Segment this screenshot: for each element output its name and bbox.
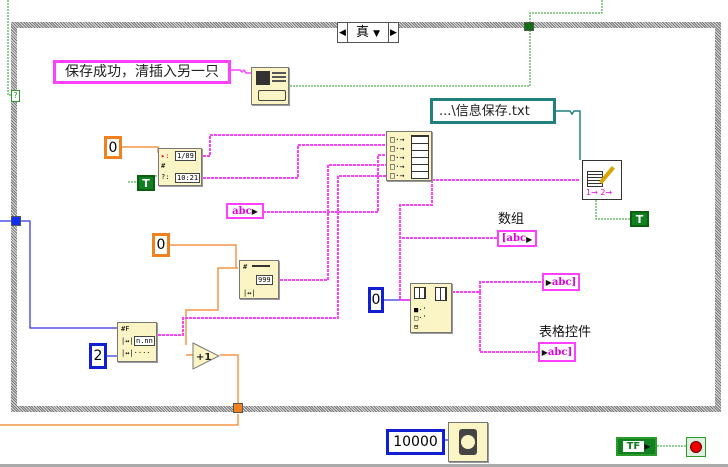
number-to-decimal-string-icon[interactable]: # 999 |↔| [239, 260, 279, 299]
array-indicator[interactable]: [abc▶ [497, 230, 537, 247]
file-path-constant[interactable]: ...\信息保存.txt [430, 98, 556, 124]
case-selector[interactable]: ◀ 真 ▼ ▶ [337, 22, 399, 43]
stop-button-icon[interactable] [686, 437, 706, 457]
wire-numeric-blue [0, 220, 118, 329]
array-indicator-text: [abc [501, 233, 527, 244]
case-selector-label[interactable]: 真 ▼ [347, 23, 389, 42]
time-text: 10:21 [175, 173, 201, 183]
wire-bool-T2 [595, 200, 630, 220]
left-triangle-icon[interactable]: ◀ [339, 27, 346, 38]
wire-string-control [263, 154, 386, 213]
wire-string-time [203, 144, 386, 179]
array-output-indicator[interactable]: ▶abc] [542, 273, 580, 291]
string-control[interactable]: abc▶ [226, 203, 264, 219]
message-string-constant[interactable]: 保存成功，清插入另一只 [53, 60, 231, 84]
tunnel-int-bottom [233, 403, 243, 413]
table-control-label: 表格控件 [539, 325, 592, 340]
wait-ms-icon[interactable] [448, 422, 488, 462]
number-to-fractional-string-icon[interactable]: #F |↔| n.nn |↔|···· [117, 322, 157, 362]
zero-constant-top[interactable]: 0 [104, 136, 122, 159]
case-label-text: 真 [355, 25, 369, 40]
tunnel-bool-top [524, 22, 534, 31]
date-time-string-icon[interactable]: ▸: 1/89 # ?: 10:21 [158, 148, 202, 186]
wire-array-insert-out [452, 281, 542, 353]
wire-string-decimal [280, 164, 386, 281]
down-triangle-icon[interactable]: ▼ [373, 29, 381, 39]
insert-into-array-icon[interactable]: ■·' □·' ⊟ [410, 283, 452, 333]
stop-control[interactable]: TF▶ [616, 437, 657, 456]
tunnel-bool-selector[interactable]: ? [11, 90, 20, 102]
two-constant[interactable]: 2 [89, 343, 107, 369]
wire-path [556, 110, 581, 160]
right-triangle-icon[interactable]: ▶ [390, 27, 397, 38]
build-array-icon[interactable]: □·→□·→□·→□·→□·→ [386, 131, 432, 181]
wire-int-zero-top [121, 146, 159, 153]
one-button-dialog-icon[interactable] [251, 67, 289, 105]
table-indicator[interactable]: ▶abc] [538, 342, 576, 362]
decimal-text: 999 [256, 275, 273, 285]
string-control-text: abc [232, 205, 252, 217]
write-spreadsheet-file-icon[interactable]: 1→ 2→ [582, 160, 622, 200]
wire-string-date [203, 134, 386, 157]
wire-int-zero-mid [170, 244, 238, 345]
increment-text: +1 [196, 352, 211, 363]
spreadsheet-terminal-text: 1→ 2→ [586, 188, 613, 197]
true-constant-2[interactable]: T [630, 211, 649, 227]
fractional-text: n.nn [134, 336, 155, 346]
zero-constant-mid[interactable]: 0 [152, 233, 170, 257]
wire-string-message [230, 68, 252, 74]
array-output-text: abc] [551, 276, 577, 288]
tunnel-numeric-left [11, 216, 21, 226]
wire-bool-top [529, 0, 603, 25]
wire-int-increment [186, 354, 239, 406]
zero-index-constant[interactable]: 0 [368, 287, 384, 313]
true-constant-1[interactable]: T [137, 175, 155, 191]
wire-int-outer [0, 414, 239, 426]
table-indicator-text: abc] [547, 346, 573, 358]
window-bottom-edge [0, 464, 728, 467]
array-indicator-label: 数组 [498, 212, 525, 227]
wire-string-fractional [158, 175, 386, 336]
increment-icon[interactable]: +1 [192, 342, 220, 370]
date-text: 1/89 [175, 151, 196, 161]
wire-array-branch [399, 160, 433, 301]
wait-ms-constant[interactable]: 10000 [386, 429, 445, 455]
wire-bool-dialog [290, 29, 531, 87]
wire-bool-outer [7, 0, 14, 96]
stop-control-text: TF [622, 441, 645, 452]
